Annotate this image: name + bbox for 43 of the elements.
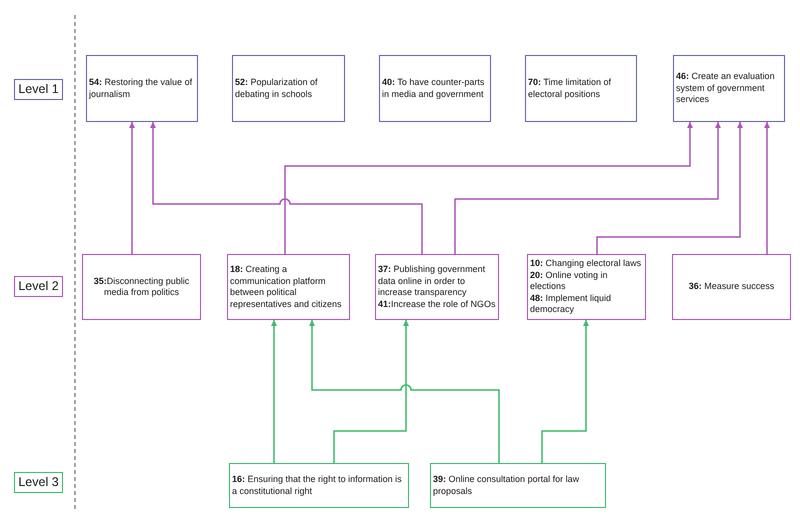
measure-text: 48: Implement liquid democracy	[530, 292, 612, 316]
measure-box	[672, 254, 791, 320]
measure-box	[82, 254, 201, 320]
level-text: Level 1	[18, 82, 59, 97]
measure-text: 20: Online voting in elections	[530, 270, 609, 293]
measure-text: 52: Popularization of debating in schools	[235, 77, 319, 100]
measure-box	[430, 463, 606, 508]
measure-box	[527, 254, 646, 320]
level-text: Level 3	[18, 475, 59, 490]
arrow	[541, 320, 589, 463]
measure-text: 54: Restoring the value of journalism	[89, 77, 194, 100]
measure-text: 16: Ensuring that the right to information is a constitutional right	[232, 474, 403, 497]
arrow	[764, 122, 770, 254]
measure-text: 18: Creating a communication platform between political representatives and citizens	[230, 264, 343, 310]
measure-text: 10: Changing electoral laws	[530, 258, 642, 270]
arrow	[454, 122, 721, 254]
arrow	[309, 320, 500, 463]
arrow	[150, 122, 423, 254]
level-tag	[14, 472, 63, 493]
measure-text: 36: Measure success	[688, 281, 776, 293]
measure-text: 46: Create an evaluation system of government services	[676, 71, 776, 106]
measure-box	[375, 254, 499, 320]
measure-box	[86, 55, 198, 122]
level-text: Level 2	[18, 279, 59, 294]
measure-box	[229, 463, 409, 508]
arrow	[333, 320, 409, 463]
level-tag	[14, 79, 63, 100]
measure-text: 40: To have counter-parts in media and government	[382, 77, 486, 100]
measure-text: 37: Publishing government data online in order to increase transparency	[378, 264, 486, 298]
measure-text: 39: Online consultation portal for law proposals	[433, 474, 580, 497]
arrow	[284, 122, 693, 254]
measure-box	[227, 254, 350, 320]
level-tag	[14, 276, 63, 297]
measure-text: 35:Disconnecting public media from politics	[92, 276, 190, 298]
arrow	[596, 122, 743, 254]
measure-box	[525, 55, 637, 122]
measure-text: 70: Time limitation of electoral positions	[528, 77, 612, 100]
measure-text: 41:Increase the role of NGOs	[378, 298, 496, 310]
arrow	[129, 122, 135, 254]
measure-box	[673, 55, 785, 122]
arrow	[271, 320, 277, 463]
measure-box	[379, 55, 491, 122]
measure-box	[232, 55, 345, 122]
